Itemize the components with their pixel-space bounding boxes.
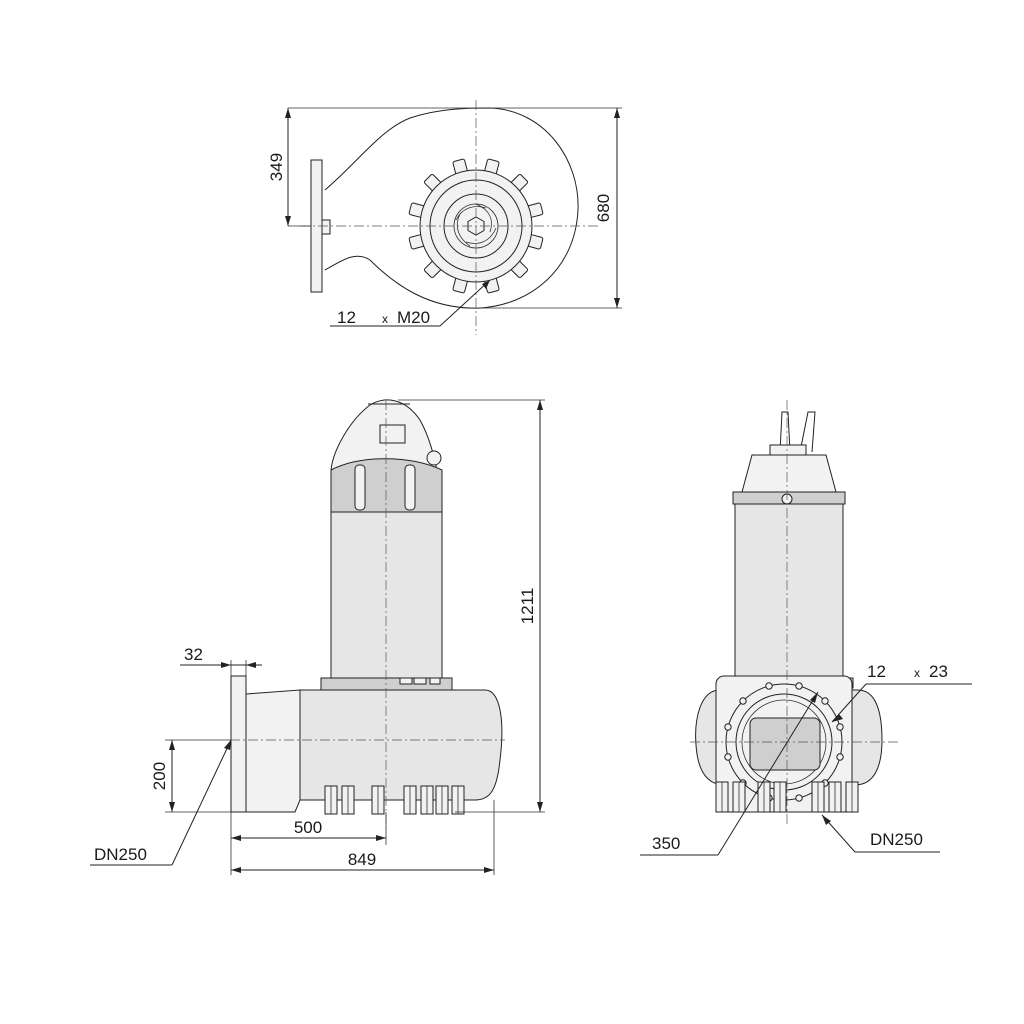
flange-hole (724, 753, 732, 761)
side-dome-band (330, 458, 443, 513)
bolt-times-label: x (382, 312, 388, 326)
front-view: 12 x 23 350 DN250 (640, 400, 972, 856)
hole-times-label: x (914, 666, 920, 680)
impeller-blades (455, 203, 497, 247)
side-feet (324, 785, 465, 815)
dim-200-label: 200 (150, 762, 169, 790)
front-cable (799, 411, 816, 453)
side-outlet-flange (230, 675, 247, 813)
side-outlet-pipe (245, 689, 301, 813)
front-handle (779, 411, 791, 453)
dim-500-label: 500 (294, 818, 322, 837)
front-dn-label: DN250 (870, 830, 923, 849)
hole-diameter-label: 23 (929, 662, 948, 681)
flange-hole (795, 682, 803, 690)
flange-hole (739, 697, 747, 705)
bolt-size-label: M20 (397, 308, 430, 327)
dim-680-label: 680 (594, 194, 613, 222)
side-pump-housing (287, 689, 503, 801)
hole-count-label: 12 (867, 662, 886, 681)
side-view: 1211 32 200 500 849 DN250 (90, 399, 545, 875)
flange-hole (795, 794, 803, 802)
top-view: 349 680 12 x M20 (267, 100, 622, 335)
side-dome-slot-2 (404, 464, 416, 511)
front-motor (734, 503, 844, 679)
bolt-circle-label: 350 (652, 834, 680, 853)
dim-32-label: 32 (184, 645, 203, 664)
bolt-count-label: 12 (337, 308, 356, 327)
lifting-eye (426, 450, 442, 466)
flange-hole (765, 682, 773, 690)
top-flange-stub (321, 219, 331, 235)
front-feet (715, 781, 859, 813)
flange-hole (836, 753, 844, 761)
side-motor (330, 511, 443, 679)
volute-outline (324, 107, 579, 309)
side-dome-slot-1 (354, 464, 366, 511)
flange-hole (724, 723, 732, 731)
dim-349-label: 349 (267, 153, 286, 181)
flange-hole (821, 697, 829, 705)
flange-hole (836, 723, 844, 731)
front-cap (741, 454, 837, 493)
cable-entry (379, 424, 406, 444)
dim-1211-label: 1211 (518, 588, 537, 625)
dim-849-label: 849 (348, 850, 376, 869)
side-dn-label: DN250 (94, 845, 147, 864)
